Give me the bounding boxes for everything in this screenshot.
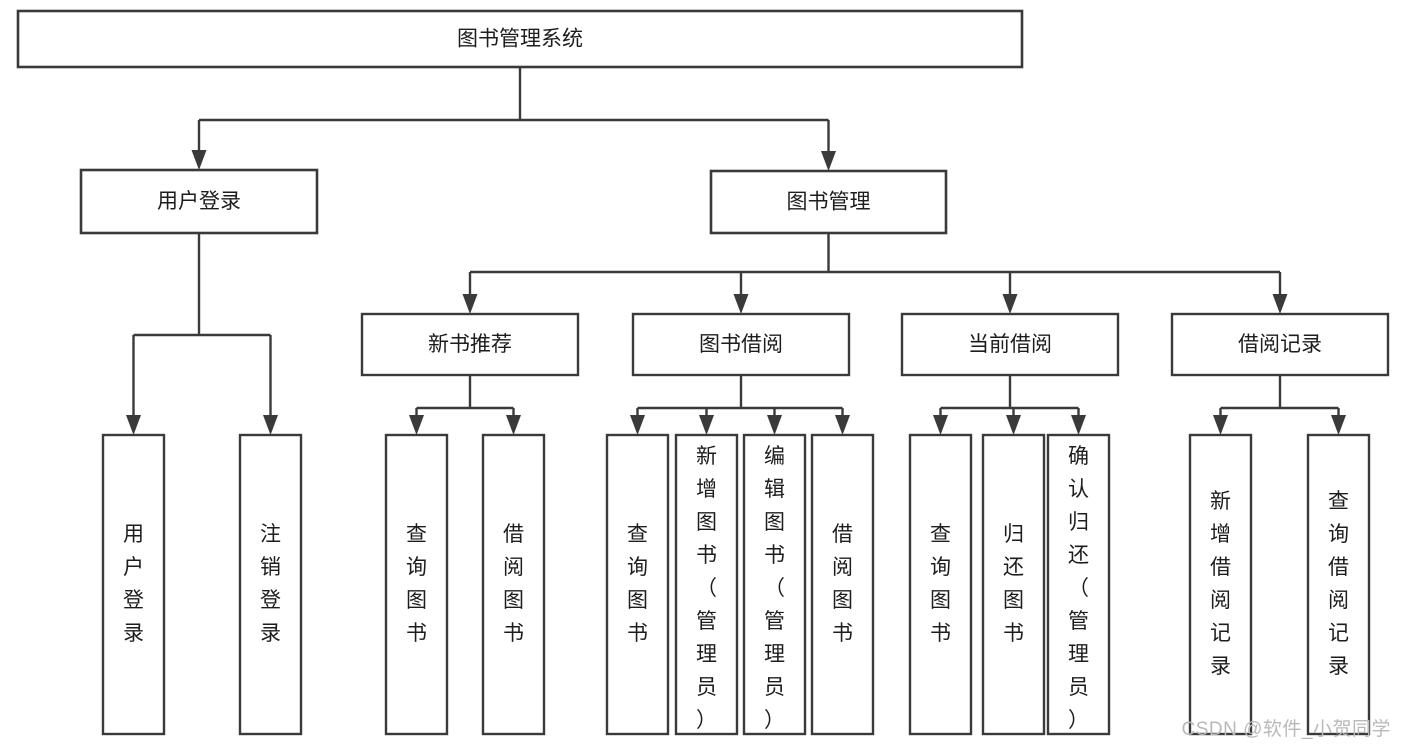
node-leaf-query-record[interactable]: 查询借阅记录 (1306, 433, 1371, 736)
node-label: 图书管理 (787, 191, 871, 214)
node-leaf-borrow-book-1[interactable]: 借阅图书 (481, 433, 546, 736)
connector-group (933, 375, 1086, 435)
node-label: 查询图书 (930, 523, 951, 645)
node-user-login[interactable]: 用户登录 (79, 168, 319, 235)
node-book-borrow[interactable]: 图书借阅 (631, 312, 851, 377)
node-leaf-query-book-2[interactable]: 查询图书 (605, 433, 670, 736)
node-leaf-return-book[interactable]: 归还图书 (981, 433, 1046, 736)
node-leaf-query-book-3[interactable]: 查询图书 (908, 433, 973, 736)
node-label: 编辑图书（管理员） (764, 445, 785, 732)
node-layer: 图书管理系统用户登录图书管理新书推荐图书借阅当前借阅借阅记录用户登录注销登录查询… (16, 9, 1390, 736)
connector-group (191, 67, 836, 171)
connector-group (630, 375, 850, 435)
node-label: 确认归还（管理员） (1068, 445, 1089, 732)
node-label: 查询图书 (627, 523, 648, 645)
node-new-book-rec[interactable]: 新书推荐 (360, 312, 580, 377)
node-label: 用户登录 (157, 190, 241, 213)
connector-group (1213, 375, 1346, 435)
connector-layer (126, 67, 1346, 435)
node-label: 查询图书 (406, 523, 427, 645)
connector-group (126, 233, 278, 435)
node-borrow-record[interactable]: 借阅记录 (1170, 312, 1390, 377)
node-leaf-add-book[interactable]: 新增图书（管理员） (674, 433, 739, 736)
node-label: 用户登录 (123, 523, 144, 645)
node-label: 归还图书 (1003, 523, 1024, 645)
node-label: 图书管理系统 (457, 28, 583, 51)
node-label: 图书借阅 (699, 333, 783, 356)
node-leaf-confirm-return[interactable]: 确认归还（管理员） (1046, 433, 1111, 736)
node-label: 借阅图书 (503, 523, 524, 645)
node-book-manage[interactable]: 图书管理 (709, 169, 948, 235)
node-leaf-user-logout[interactable]: 注销登录 (238, 433, 303, 736)
node-leaf-user-login[interactable]: 用户登录 (101, 433, 166, 736)
node-root[interactable]: 图书管理系统 (16, 9, 1024, 69)
node-label: 当前借阅 (968, 333, 1052, 356)
node-label: 注销登录 (260, 523, 281, 645)
node-label: 查询借阅记录 (1328, 490, 1349, 678)
node-leaf-add-record[interactable]: 新增借阅记录 (1188, 433, 1253, 736)
node-label: 借阅记录 (1238, 333, 1322, 356)
node-leaf-borrow-book-2[interactable]: 借阅图书 (810, 433, 875, 736)
node-label: 新增图书（管理员） (696, 445, 717, 732)
connector-group (462, 233, 1288, 314)
node-leaf-edit-book[interactable]: 编辑图书（管理员） (742, 433, 807, 736)
node-label: 新增借阅记录 (1210, 490, 1231, 678)
node-leaf-query-book-1[interactable]: 查询图书 (384, 433, 449, 736)
node-label: 借阅图书 (832, 523, 853, 645)
connector-group (409, 375, 521, 435)
node-current-borrow[interactable]: 当前借阅 (900, 312, 1120, 377)
watermark-label: CSDN @软件_小贺同学 (1181, 719, 1391, 740)
node-label: 新书推荐 (428, 333, 512, 356)
